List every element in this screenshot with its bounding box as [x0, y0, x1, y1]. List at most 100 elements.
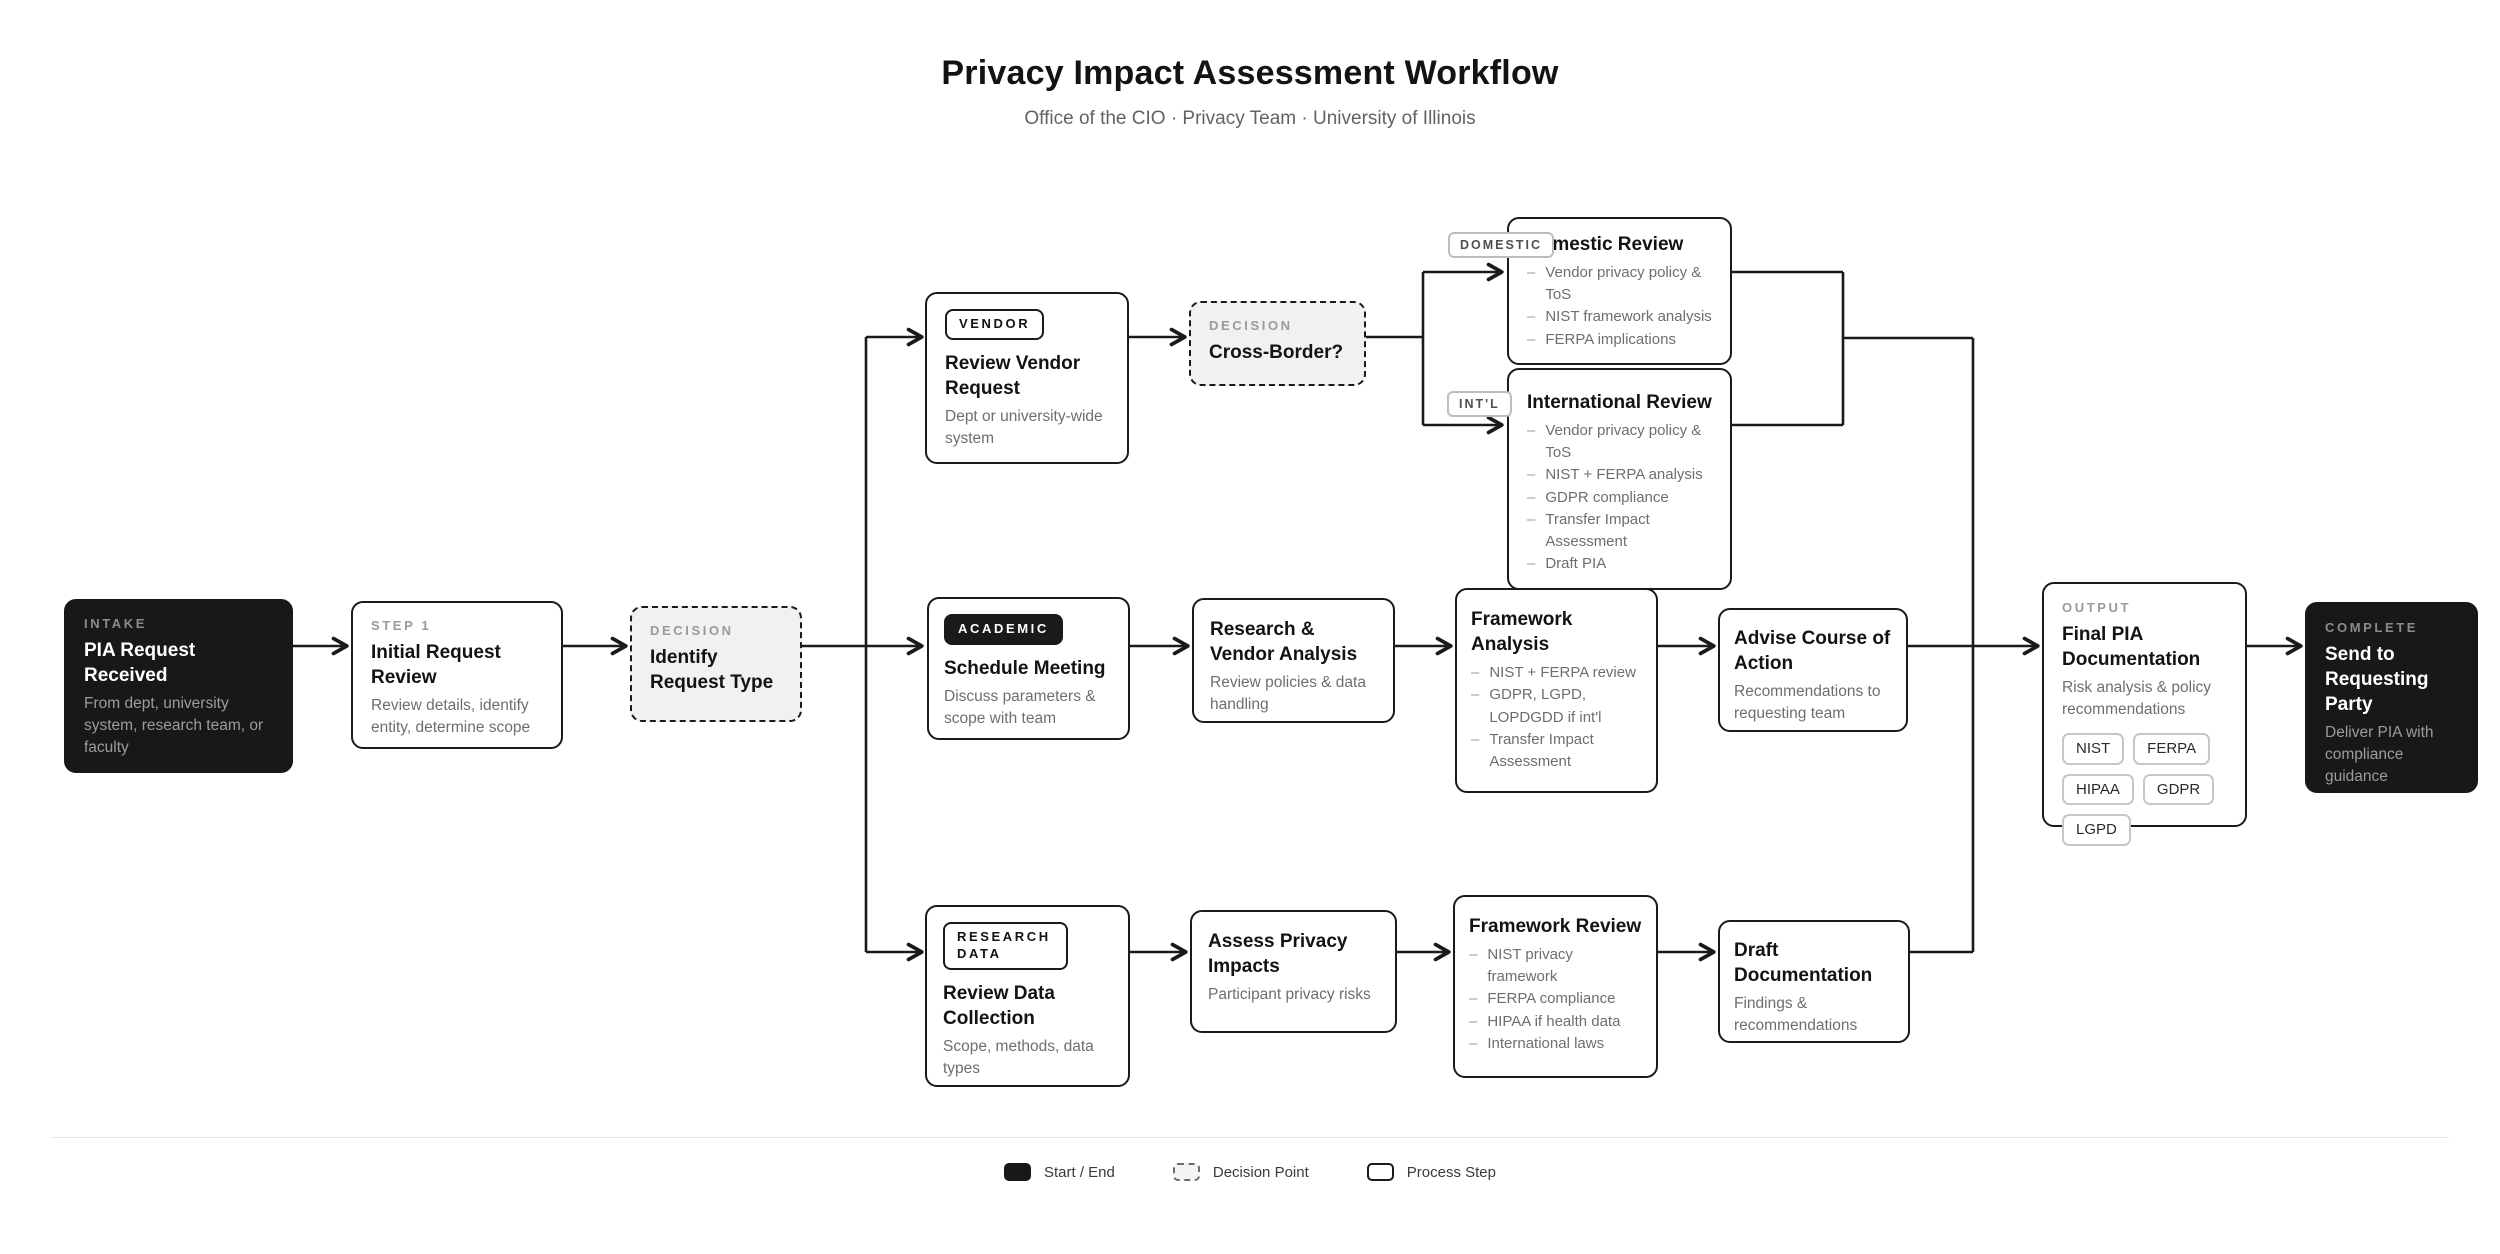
list-item-text: Transfer Impact Assessment [1489, 730, 1594, 770]
compliance-badge-gdpr: GDPR [2142, 773, 2215, 806]
node-title: Schedule Meeting [944, 657, 1106, 679]
list-item-text: FERPA implications [1545, 330, 1676, 348]
list-item: GDPR, LGPD, LOPDGDD if int'l [1471, 684, 1642, 728]
list-item: FERPA compliance [1469, 988, 1642, 1010]
list-item: International laws [1469, 1033, 1642, 1055]
node-identify-request-type: DECISION Identify Request Type [630, 606, 802, 722]
stage-label: DECISION [650, 623, 734, 638]
node-description: Scope, methods, data types [943, 1037, 1094, 1077]
legend: Start / End Decision Point Process Step [0, 1163, 2500, 1181]
list-item-text: Vendor privacy policy & ToS [1545, 264, 1702, 304]
list-item-text: NIST + FERPA review [1489, 664, 1636, 682]
node-description: Discuss parameters & scope with team [944, 687, 1096, 727]
node-complete-end: COMPLETE Send to Requesting Party Delive… [2305, 602, 2478, 793]
node-title: Assess Privacy Impacts [1208, 931, 1348, 978]
page-subtitle: Office of the CIO · Privacy Team · Unive… [1024, 108, 1476, 129]
node-title: Advise Course of Action [1734, 628, 1891, 675]
list-item: Transfer Impact Assessment [1471, 729, 1642, 773]
legend-label: Decision Point [1212, 1163, 1309, 1181]
legend-divider [51, 1137, 2449, 1138]
node-title: Send to Requesting Party [2325, 644, 2429, 716]
list-item-text: International laws [1487, 1034, 1605, 1052]
list-item-text: FERPA compliance [1487, 990, 1616, 1008]
list-item-text: Draft PIA [1545, 555, 1607, 573]
list-item: Draft PIA [1527, 553, 1712, 575]
node-description: Review policies & data handling [1210, 674, 1366, 714]
node-description: Review details, identify entity, determi… [371, 697, 531, 737]
list-item: FERPA implications [1527, 329, 1712, 351]
checklist: NIST + FERPA review GDPR, LGPD, LOPDGDD … [1471, 662, 1642, 773]
node-title: Initial Request Review [371, 642, 501, 689]
stage-label: INTAKE [84, 616, 148, 631]
list-item: NIST + FERPA review [1471, 662, 1642, 684]
list-item: NIST privacy framework [1469, 944, 1642, 988]
node-title: Final PIA Documentation [2062, 624, 2201, 671]
list-item-text: NIST framework analysis [1545, 308, 1712, 326]
node-description: Risk analysis & policy recommendations [2062, 679, 2212, 719]
node-title: Framework Review [1469, 916, 1642, 937]
node-description: Deliver PIA with compliance guidance [2325, 724, 2434, 786]
legend-label: Process Step [1406, 1163, 1496, 1181]
checklist: Vendor privacy policy & ToS NIST framewo… [1527, 262, 1712, 351]
node-schedule-meeting: ACADEMIC Schedule Meeting Discuss parame… [927, 597, 1130, 740]
process-swatch-icon [1366, 1163, 1394, 1181]
node-title: PIA Request Received [84, 640, 196, 687]
list-item-text: GDPR compliance [1545, 488, 1669, 506]
node-international-review: International Review Vendor privacy poli… [1507, 368, 1732, 590]
checklist: Vendor privacy policy & ToS NIST + FERPA… [1527, 420, 1712, 575]
legend-item-decision: Decision Point [1172, 1163, 1309, 1181]
compliance-badge-hipaa: HIPAA [2062, 773, 2134, 806]
compliance-badge-ferpa: FERPA [2133, 733, 2211, 765]
node-initial-request-review: STEP 1 Initial Request Review Review det… [351, 601, 563, 749]
stage-label: STEP 1 [371, 618, 432, 633]
node-assess-privacy-impacts: Assess Privacy Impacts Participant priva… [1190, 910, 1397, 1033]
start-end-swatch-icon [1004, 1163, 1031, 1181]
node-title: Identify Request Type [650, 647, 774, 694]
list-item-text: NIST + FERPA analysis [1545, 466, 1703, 484]
node-description: From dept, university system, research t… [84, 695, 264, 757]
list-item: NIST framework analysis [1527, 306, 1712, 328]
node-research-vendor-analysis: Research & Vendor Analysis Review polici… [1192, 598, 1395, 723]
list-item-text: Vendor privacy policy & ToS [1545, 422, 1702, 462]
edge-label-intl: INT'L [1447, 391, 1512, 418]
list-item: Vendor privacy policy & ToS [1527, 262, 1712, 306]
node-intake-start: INTAKE PIA Request Received From dept, u… [64, 599, 293, 773]
branch-tag-vendor: VENDOR [945, 309, 1045, 340]
node-title: Domestic Review [1527, 234, 1684, 255]
branch-tag-academic: ACADEMIC [944, 614, 1063, 645]
node-title: Research & Vendor Analysis [1210, 619, 1358, 666]
compliance-badge-lgpd: LGPD [2062, 814, 2131, 846]
node-title: Cross-Border? [1209, 342, 1344, 363]
list-item: Transfer Impact Assessment [1527, 509, 1712, 553]
node-title: Review Data Collection [943, 982, 1055, 1029]
node-description: Findings & recommendations [1734, 995, 1858, 1035]
stage-label: DECISION [1209, 318, 1293, 333]
node-review-data-collection: RESEARCH DATA Review Data Collection Sco… [925, 905, 1130, 1087]
list-item-text: GDPR, LGPD, LOPDGDD if int'l [1489, 686, 1602, 726]
node-title: Framework Analysis [1471, 609, 1573, 656]
checklist: NIST privacy framework FERPA compliance … [1469, 944, 1642, 1055]
list-item: NIST + FERPA analysis [1527, 464, 1712, 486]
node-advise-course-of-action: Advise Course of Action Recommendations … [1718, 608, 1908, 732]
branch-tag-research-data: RESEARCH DATA [943, 922, 1068, 970]
node-description: Recommendations to requesting team [1734, 683, 1881, 723]
list-item: GDPR compliance [1527, 487, 1712, 509]
list-item: Vendor privacy policy & ToS [1527, 420, 1712, 464]
list-item-text: Transfer Impact Assessment [1545, 510, 1650, 551]
node-review-vendor-request: VENDOR Review Vendor Request Dept or uni… [925, 292, 1129, 464]
node-final-pia-documentation: OUTPUT Final PIA Documentation Risk anal… [2042, 582, 2247, 846]
node-description: Participant privacy risks [1208, 986, 1371, 1004]
node-draft-documentation: Draft Documentation Findings & recommend… [1718, 920, 1910, 1043]
node-title: International Review [1527, 392, 1712, 413]
compliance-badges: NIST FERPA HIPAA GDPR LGPD [2062, 733, 2227, 846]
legend-item-process: Process Step [1366, 1163, 1496, 1181]
decision-swatch-icon [1172, 1163, 1200, 1181]
stage-label: OUTPUT [2062, 600, 2132, 615]
node-framework-review: Framework Review NIST privacy framework … [1453, 895, 1658, 1078]
node-description: Dept or university-wide system [945, 408, 1103, 448]
edge-label-domestic: DOMESTIC [1448, 232, 1554, 259]
compliance-badge-nist: NIST [2062, 733, 2125, 765]
list-item: HIPAA if health data [1469, 1011, 1642, 1033]
